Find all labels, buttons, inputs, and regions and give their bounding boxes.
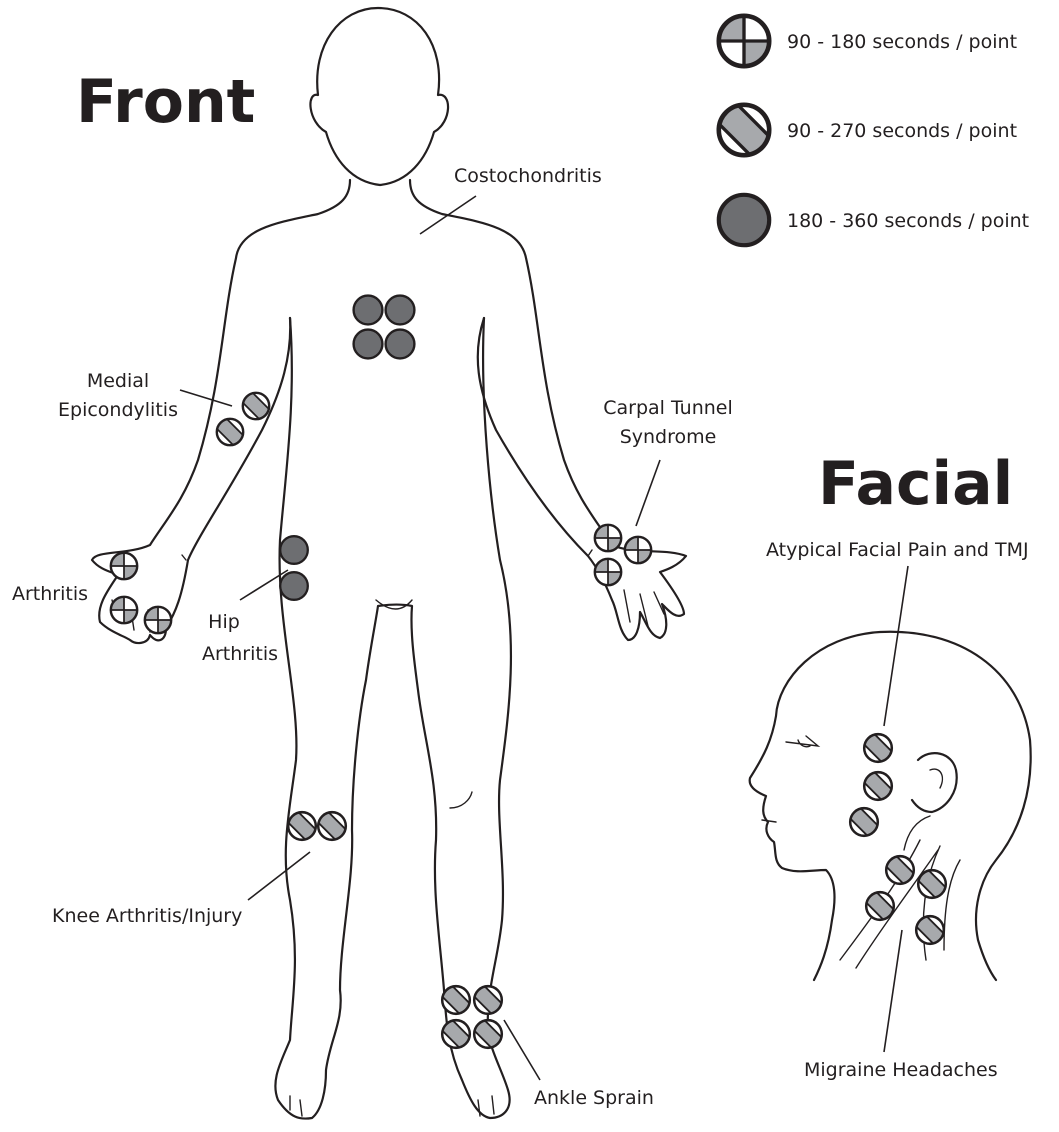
point-neck [862,888,899,925]
point-face [860,730,897,767]
label-epicondylitis: Epicondylitis [58,399,178,421]
legend-item-solid [719,195,769,245]
label-knee: Knee Arthritis/Injury [52,905,242,927]
label-syndrome: Syndrome [620,426,717,448]
point-face [846,804,883,841]
label-medial: Medial [87,370,149,392]
label-hip-arthritis: Arthritis [202,643,278,665]
point-wrist [625,537,651,563]
legend-item-striped [710,96,777,163]
point-neck [912,912,949,949]
point-hip [280,572,308,600]
point-ankle [470,982,507,1019]
label-hip: Hip [208,611,240,633]
point-chest [354,296,383,325]
point-hand [145,607,171,633]
point-hip [280,536,308,564]
treatment-points [111,296,951,1053]
legend-label-quartered: 90 - 180 seconds / point [787,31,1017,53]
point-wrist [595,525,621,551]
legend-label-solid: 180 - 360 seconds / point [787,210,1029,232]
legend: 90 - 180 seconds / point 90 - 270 second… [710,16,1029,245]
point-elbow [212,414,247,449]
point-ankle [470,1016,507,1053]
point-hand [111,553,137,579]
point-face [860,768,897,805]
point-wrist [595,559,621,585]
front-heading: Front [76,67,255,137]
point-chest [386,330,415,359]
point-chest [386,296,415,325]
label-arthritis: Arthritis [12,583,88,605]
legend-label-striped: 90 - 270 seconds / point [787,120,1017,142]
point-chest [354,330,383,359]
label-costochondritis: Costochondritis [454,165,602,187]
label-atypical-facial-pain: Atypical Facial Pain and TMJ [766,539,1029,561]
label-migraine: Migraine Headaches [804,1059,998,1081]
point-neck [914,866,951,903]
point-hand [111,597,137,623]
facial-heading: Facial [818,449,1013,519]
legend-item-quartered [719,16,769,66]
point-knee [314,808,351,845]
point-ankle [438,1016,475,1053]
point-neck [882,852,919,889]
label-ankle: Ankle Sprain [534,1087,654,1109]
label-carpal-tunnel: Carpal Tunnel [603,397,733,419]
